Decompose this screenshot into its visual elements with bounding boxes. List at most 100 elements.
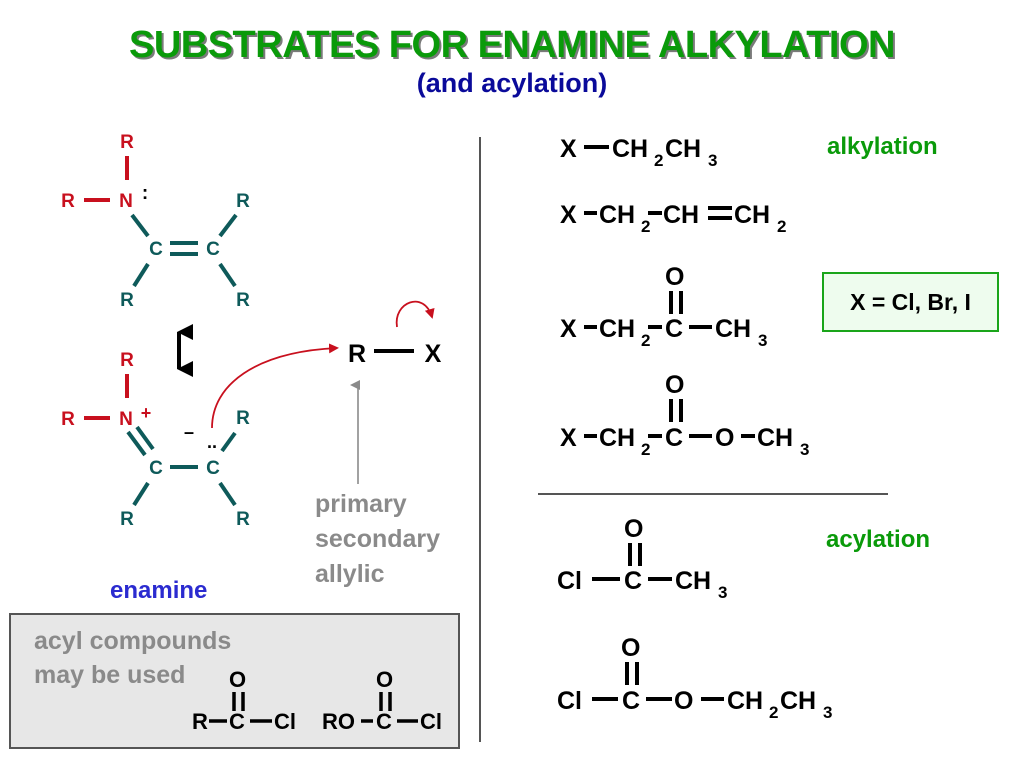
bond-line xyxy=(132,481,150,507)
atom-label: CH xyxy=(599,424,635,452)
atom-label: CH xyxy=(780,687,816,715)
iminium-nitrogen: N xyxy=(119,409,133,430)
atom-label: O xyxy=(665,371,684,399)
allylic-label: allylic xyxy=(315,560,385,588)
nitrogen-lone-pair: : xyxy=(142,183,148,204)
atom-label: 2 xyxy=(769,703,778,722)
atom-label: CH xyxy=(715,315,751,343)
bond-line xyxy=(132,262,150,288)
atom-label: C xyxy=(665,424,683,452)
leaving-group-arrow xyxy=(395,300,435,328)
bond-line xyxy=(220,431,237,453)
acetyl-chloride: O Cl C CH 3 xyxy=(557,515,727,602)
acyl-compounds-box xyxy=(9,613,460,749)
negative-charge: – xyxy=(184,422,194,442)
atom-label: O xyxy=(674,687,693,715)
carbanion-substituent-upper: R xyxy=(236,408,250,429)
atom-label: O xyxy=(229,667,246,692)
chloroacetone: O X CH 2 C CH 3 xyxy=(560,263,767,350)
atom-label: CH xyxy=(599,201,635,229)
chloroformate-ester: O RO C Cl xyxy=(322,667,442,734)
atom-label: 2 xyxy=(777,217,786,236)
atom-label: C xyxy=(622,687,640,715)
enamine-n-substituent-left: R xyxy=(61,191,75,212)
atom-label: O xyxy=(715,424,734,452)
atom-label: C xyxy=(376,709,392,734)
halogen-box: X = Cl, Br, I xyxy=(822,272,999,332)
atom-label: 3 xyxy=(823,703,832,722)
nucleophilic-attack-arrow xyxy=(211,343,339,429)
atom-label: O xyxy=(665,263,684,291)
primary-label: primary xyxy=(315,490,407,518)
enamine-carbon-beta: C xyxy=(206,239,220,260)
atom-label: CH xyxy=(757,424,793,452)
bond-line xyxy=(126,430,147,457)
atom-label: RO xyxy=(322,709,355,734)
atom-label: 3 xyxy=(800,440,809,459)
atom-label: CH xyxy=(665,135,701,163)
atom-label: Cl xyxy=(557,687,582,715)
page-subtitle: (and acylation) xyxy=(416,68,608,98)
iminium-n-substituent-top: R xyxy=(120,350,134,371)
atom-label: CH xyxy=(727,687,763,715)
atom-label: CH xyxy=(663,201,699,229)
enamine-label: enamine xyxy=(110,577,208,604)
atom-label: X xyxy=(560,424,577,452)
bond-line xyxy=(130,213,150,238)
atom-label: Cl xyxy=(420,709,442,734)
ethyl-chloroformate: O Cl C O CH 2 CH 3 xyxy=(557,634,832,722)
methyl-haloacetate: O X CH 2 C O CH 3 xyxy=(560,371,809,459)
atom-label: Cl xyxy=(557,567,582,595)
atom-label: X xyxy=(560,315,577,343)
acyl-note-line-1: acyl compounds xyxy=(34,627,232,655)
enamine-nitrogen: N xyxy=(119,191,133,212)
alkyl-group: R xyxy=(348,340,366,368)
atom-label: O xyxy=(376,667,393,692)
page-title: SUBSTRATES FOR ENAMINE ALKYLATION xyxy=(128,24,896,66)
atom-label: 3 xyxy=(708,151,717,170)
acid-chloride: O R C Cl xyxy=(192,667,296,734)
bond-line xyxy=(135,425,155,451)
atom-label: R xyxy=(192,709,208,734)
atom-label: Cl xyxy=(274,709,296,734)
carbanion-substituent-lower-right: R xyxy=(236,509,250,530)
atom-label: CH xyxy=(675,567,711,595)
atom-label: O xyxy=(624,515,643,543)
carbanion-lone-pair: .. xyxy=(207,432,217,452)
acyl-compounds-note: acyl compounds may be used xyxy=(34,624,231,692)
carbanion-carbon: C xyxy=(206,458,220,479)
atom-label: 2 xyxy=(641,440,650,459)
atom-label: CH xyxy=(734,201,770,229)
alkylation-label: alkylation xyxy=(827,133,938,160)
enamine-structure: R R N : C C R R R xyxy=(61,132,250,311)
iminium-structure: R R N + C C – .. R R R xyxy=(61,350,250,530)
atom-label: 3 xyxy=(718,583,727,602)
iminium-carbon-alpha: C xyxy=(149,458,163,479)
atom-label: C xyxy=(624,567,642,595)
bond-line xyxy=(218,213,238,238)
enamine-carbon-substituent-lower-right: R xyxy=(236,290,250,311)
enamine-carbon-substituent-lower-left: R xyxy=(120,290,134,311)
enamine-carbon-alpha: C xyxy=(149,239,163,260)
atom-label: X xyxy=(560,135,577,163)
leaving-group: X xyxy=(425,340,442,368)
atom-label: 2 xyxy=(654,151,663,170)
atom-label: 2 xyxy=(641,331,650,350)
iminium-carbon-substituent-lower-left: R xyxy=(120,509,134,530)
atom-label: C xyxy=(665,315,683,343)
allyl-halide: X CH 2 CH CH 2 xyxy=(560,201,786,236)
ethyl-halide: X CH 2 CH 3 xyxy=(560,135,717,170)
atom-label: 2 xyxy=(641,217,650,236)
positive-charge: + xyxy=(141,403,152,423)
enamine-n-substituent-top: R xyxy=(120,132,134,153)
atom-label: CH xyxy=(599,315,635,343)
atom-label: C xyxy=(229,709,245,734)
enamine-carbon-substituent-upper: R xyxy=(236,191,250,212)
atom-label: CH xyxy=(612,135,648,163)
atom-label: O xyxy=(621,634,640,662)
bond-line xyxy=(218,481,237,507)
atom-label: 3 xyxy=(758,331,767,350)
alkyl-halide: R X xyxy=(348,300,442,368)
iminium-n-substituent-left: R xyxy=(61,409,75,430)
